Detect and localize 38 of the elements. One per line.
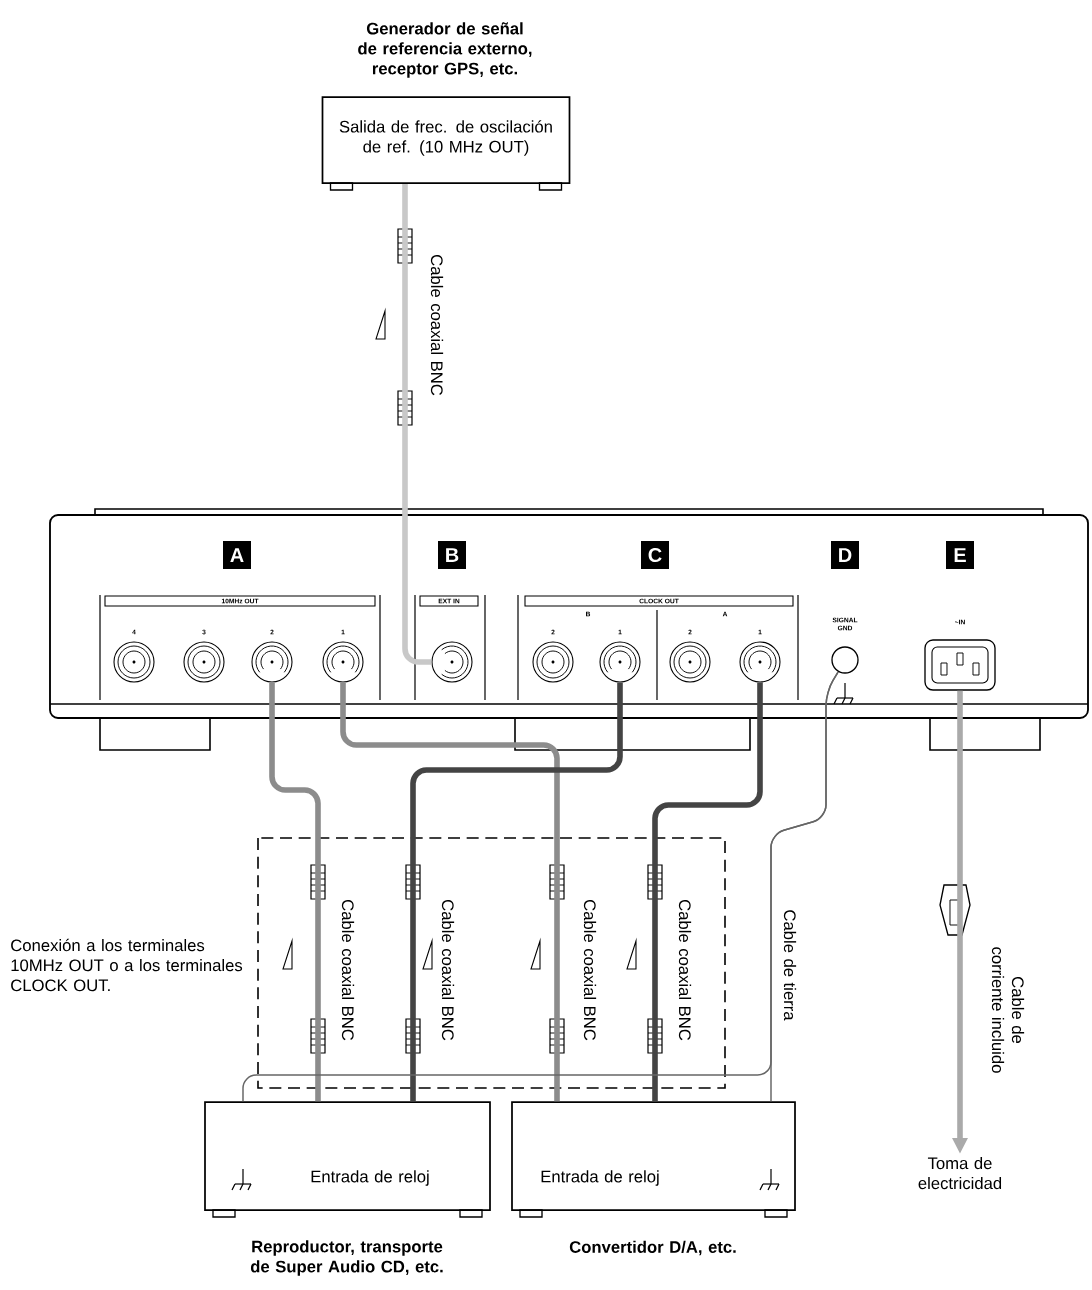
note: Conexión a los terminales 10MHz OUT o a los terminales CLOCK OUT. (11, 938, 243, 992)
bnc-jack (251, 641, 293, 683)
ground-wire (242, 671, 839, 1102)
edge-label: Cable coaxial BNC (430, 255, 444, 396)
power-inlet (924, 639, 996, 691)
bnc-jack (599, 641, 641, 683)
edge-label: Cable coaxial BNC (441, 900, 455, 1041)
bnc-jack (183, 641, 225, 683)
device-box: Entrada de reloj (511, 1101, 796, 1218)
section-letter: E (946, 541, 974, 569)
bnc-jack (739, 641, 781, 683)
cable (652, 682, 763, 1102)
edge-label: Cable coaxial BNC (678, 900, 692, 1041)
bnc-jack (669, 641, 711, 683)
bnc-jack (322, 641, 364, 683)
outlet-label: Toma de electricidad (918, 1156, 1002, 1190)
edge-label: Cable coaxial BNC (583, 900, 597, 1041)
device-heading: Convertidor D/A, etc. (569, 1240, 736, 1256)
bnc-jack (113, 641, 155, 683)
cable (410, 682, 623, 1102)
bnc-jack (431, 641, 473, 683)
cable (402, 183, 432, 665)
edge-label: Cable de corriente incluido (991, 947, 1025, 1073)
device-box: Salida de frec. de oscilación de ref. (10 MHz OUT) (321, 96, 571, 191)
device-heading: Generador de señal de referencia externo, receptor GPS, etc. (358, 22, 532, 78)
section-letter: D (831, 541, 859, 569)
section-letter: A (223, 541, 251, 569)
ground-terminal (831, 646, 859, 705)
section-letter: B (438, 541, 466, 569)
bnc-jack (532, 641, 574, 683)
device-rear-panel (49, 508, 1089, 751)
edge-label: Cable coaxial BNC (341, 900, 355, 1041)
device-box: Entrada de reloj (204, 1101, 491, 1218)
cable (269, 682, 321, 1102)
cable (340, 682, 560, 1102)
section-letter: C (641, 541, 669, 569)
device-heading: Reproductor, transporte de Super Audio CD, etc. (250, 1240, 443, 1276)
edge-label: Cable de tierra (783, 910, 797, 1021)
